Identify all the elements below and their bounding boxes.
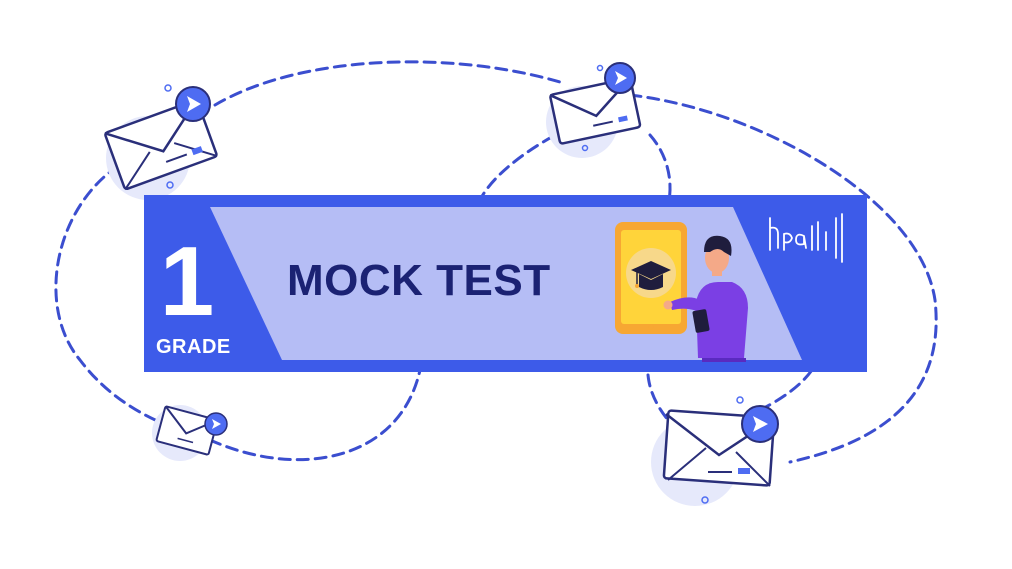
grade-label: GRADE [156, 336, 231, 358]
grade-number: 1 [159, 226, 215, 336]
person-illustration [663, 235, 748, 362]
graduation-cap-icon [631, 261, 671, 290]
envelope-send-icon [651, 396, 779, 506]
tablet-illustration [615, 222, 687, 334]
envelope-send-icon [152, 405, 228, 461]
brand-logo [769, 213, 843, 263]
envelope-send-icon [104, 84, 218, 200]
envelope-send-icon [546, 62, 642, 158]
page-title: MOCK TEST [287, 256, 551, 305]
